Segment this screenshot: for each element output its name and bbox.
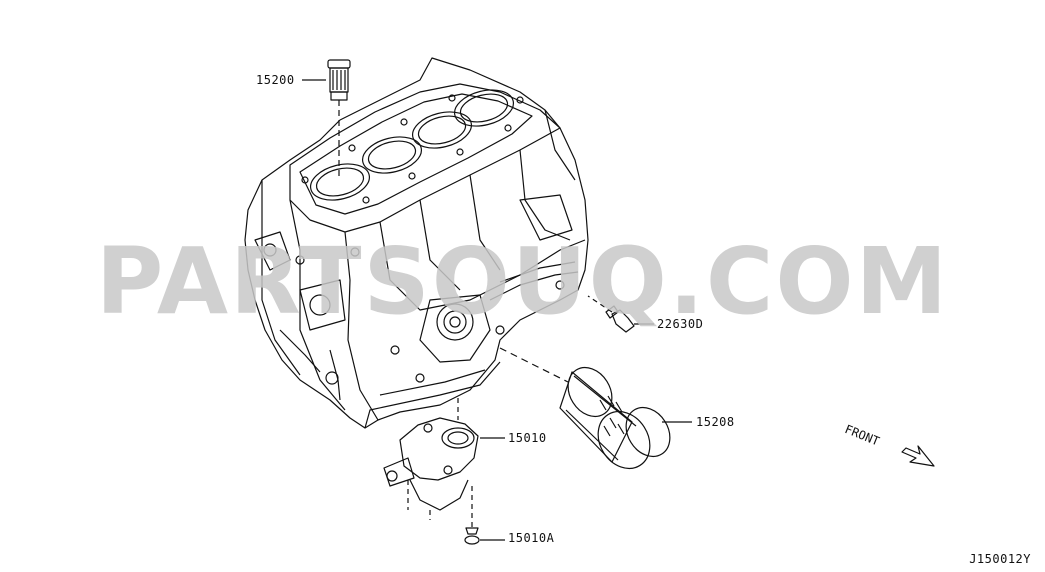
part-label-15010[interactable]: 15010 xyxy=(508,431,547,445)
front-arrow-icon xyxy=(901,445,935,467)
oil-filter-bracket-drawing xyxy=(383,398,505,520)
part-label-22630d[interactable]: 22630D xyxy=(657,317,704,331)
oil-filter-drawing xyxy=(499,347,692,470)
oil-pressure-switch-drawing xyxy=(587,295,654,333)
engine-block xyxy=(244,57,589,429)
diagram-code: J150012Y xyxy=(969,552,1031,566)
bracket-bolt-drawing xyxy=(464,486,505,545)
part-label-15010a[interactable]: 15010A xyxy=(508,531,555,545)
oil-filler-cap-drawing xyxy=(302,59,351,180)
part-label-15200[interactable]: 15200 xyxy=(256,73,295,87)
part-label-15208[interactable]: 15208 xyxy=(696,415,735,429)
